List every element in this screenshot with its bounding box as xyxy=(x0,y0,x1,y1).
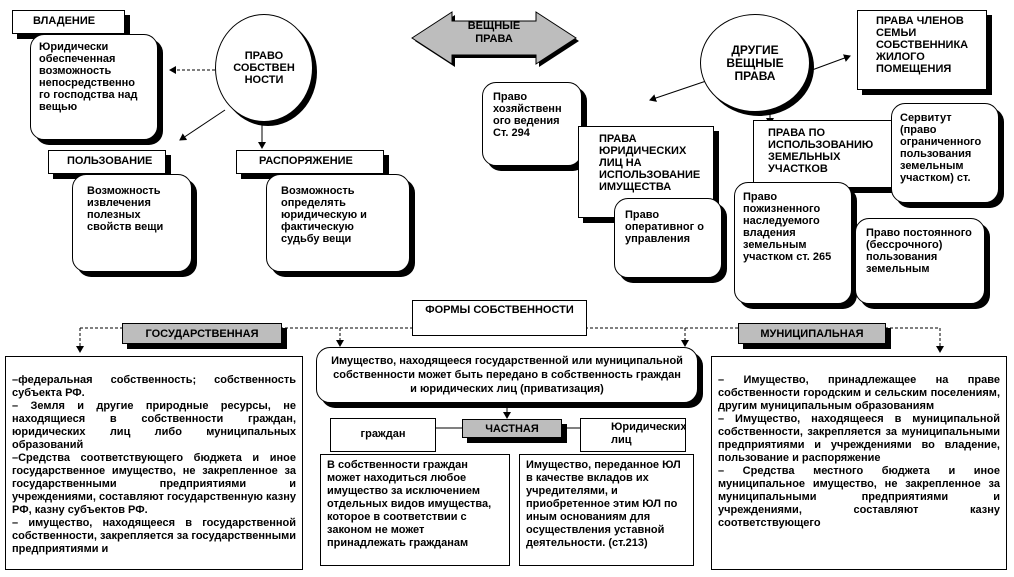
yurlits-text: Имущество, переданное ЮЛ в качестве вкла… xyxy=(526,459,681,549)
vladenie-title: ВЛАДЕНИЕ xyxy=(33,15,96,27)
khoz-vedenie-box: Право хозяйственн ого ведения Ст. 294 xyxy=(482,82,582,166)
gos-text: –федеральная собственность; собственност… xyxy=(12,374,296,555)
rasporyazhenie-title-box: РАСПОРЯЖЕНИЕ xyxy=(236,150,384,174)
grazhdan-text-box: В собственности граждан может находиться… xyxy=(320,454,510,566)
formy-sobstvennosti-box: ФОРМЫ СОБСТВЕННОСТИ xyxy=(412,300,587,336)
mun-text-box: – Имущество, принадлежащее на праве собс… xyxy=(711,356,1007,570)
servitut-text: Сервитут (право ограниченного пользовани… xyxy=(900,112,982,184)
grazhdan-text: В собственности граждан может находиться… xyxy=(327,459,492,549)
rasporyazhenie-title: РАСПОРЯЖЕНИЕ xyxy=(259,155,353,167)
pravo-sobstvennosti-label: ПРАВО СОБСТВЕН НОСТИ xyxy=(233,50,295,86)
chast-header: ЧАСТНАЯ xyxy=(462,419,562,438)
pozhiznennoe-box: Право пожизненного наследуемого владения… xyxy=(734,182,852,304)
chleny-semi-text: ПРАВА ЧЛЕНОВ СЕМЬИ СОБСТВЕННИКА ЖИЛОГО П… xyxy=(876,15,969,75)
drugie-veshnye-prava-label: ДРУГИЕ ВЕЩНЫЕ ПРАВА xyxy=(726,42,784,83)
vladenie-title-box: ВЛАДЕНИЕ xyxy=(12,10,125,34)
rasporyazhenie-text-box: Возможность определять юридическую и фак… xyxy=(266,174,410,272)
zem-uchastki-box: ПРАВА ПО ИСПОЛЬЗОВАНИЮ ЗЕМЕЛЬНЫХ УЧАСТКО… xyxy=(753,120,893,188)
vladenie-text-box: Юридически обеспеченная возможность непо… xyxy=(30,34,158,140)
pozhiznennoe-text: Право пожизненного наследуемого владения… xyxy=(743,191,832,263)
privatizatsiya-text: Имущество, находящееся государственной и… xyxy=(331,355,683,395)
chast-header-label: ЧАСТНАЯ xyxy=(485,423,539,435)
privatizatsiya-box: Имущество, находящееся государственной и… xyxy=(316,347,698,403)
formy-sobstvennosti-label: ФОРМЫ СОБСТВЕННОСТИ xyxy=(425,304,574,316)
polzovanie-text-box: Возможность извлечения полезных свойств … xyxy=(72,174,192,272)
operativnoe-box: Право оперативног о управления xyxy=(614,198,722,278)
grazhdan-header: граждан xyxy=(330,418,436,452)
gos-text-box: –федеральная собственность; собственност… xyxy=(5,356,303,570)
gos-header: ГОСУДАРСТВЕННАЯ xyxy=(122,323,282,344)
gos-header-label: ГОСУДАРСТВЕННАЯ xyxy=(145,328,259,340)
drugie-veshnye-prava-ellipse: ДРУГИЕ ВЕЩНЫЕ ПРАВА xyxy=(700,14,810,112)
zem-uchastki-text: ПРАВА ПО ИСПОЛЬЗОВАНИЮ ЗЕМЕЛЬНЫХ УЧАСТКО… xyxy=(768,127,874,175)
mun-header-label: МУНИЦИПАЛЬНАЯ xyxy=(760,328,864,340)
yur-lits-text: ПРАВА ЮРИДИЧЕСКИХ ЛИЦ НА ИСПОЛЬЗОВАНИЕ И… xyxy=(599,133,701,193)
arrow-to-chleny xyxy=(811,54,851,71)
polzovanie-title-box: ПОЛЬЗОВАНИЕ xyxy=(48,150,166,174)
pravo-sobstvennosti-ellipse: ПРАВО СОБСТВЕН НОСТИ xyxy=(215,14,313,122)
postoyannoe-box: Право постоянного (бессрочного) пользова… xyxy=(855,218,985,304)
polzovanie-title: ПОЛЬЗОВАНИЕ xyxy=(67,155,153,167)
servitut-box: Сервитут (право ограниченного пользовани… xyxy=(891,103,999,203)
polzovanie-text: Возможность извлечения полезных свойств … xyxy=(87,185,164,233)
grazhdan-header-label: граждан xyxy=(360,428,406,440)
operativnoe-text: Право оперативног о управления xyxy=(625,209,704,245)
mun-header: МУНИЦИПАЛЬНАЯ xyxy=(738,323,886,344)
khoz-vedenie-text: Право хозяйственн ого ведения Ст. 294 xyxy=(493,91,562,139)
mun-text: – Имущество, принадлежащее на праве собс… xyxy=(718,374,1000,529)
yurlits-text-box: Имущество, переданное ЮЛ в качестве вкла… xyxy=(519,454,694,566)
veshnye-prava-arrow xyxy=(411,11,579,67)
chleny-semi-box: ПРАВА ЧЛЕНОВ СЕМЬИ СОБСТВЕННИКА ЖИЛОГО П… xyxy=(857,10,987,90)
yurlits-header: Юридических лиц xyxy=(580,418,686,452)
postoyannoe-text: Право постоянного (бессрочного) пользова… xyxy=(866,227,972,275)
yurlits-header-label: Юридических лиц xyxy=(611,421,686,446)
vladenie-text: Юридически обеспеченная возможность непо… xyxy=(39,41,138,113)
arrow-to-polzovanie xyxy=(179,109,226,141)
rasporyazhenie-text: Возможность определять юридическую и фак… xyxy=(281,185,367,245)
veshnye-prava-label: ВЕЩНЫЕ ПРАВА xyxy=(467,20,521,45)
